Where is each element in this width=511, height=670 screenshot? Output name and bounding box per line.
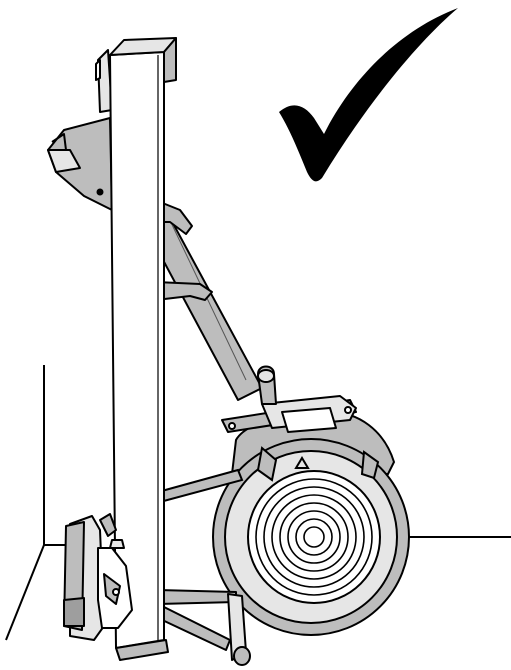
fan-grille	[255, 478, 373, 596]
handle-bracket	[221, 365, 357, 433]
frame-rail	[154, 189, 263, 401]
base-stand	[157, 589, 251, 666]
front-foot-assembly	[63, 513, 133, 641]
flywheel-housing	[212, 410, 410, 636]
monorail	[109, 37, 177, 661]
check-mark-icon	[279, 8, 458, 182]
upper-bracket	[47, 49, 113, 211]
floor-side-line	[5, 544, 45, 641]
room-lines	[5, 365, 511, 641]
